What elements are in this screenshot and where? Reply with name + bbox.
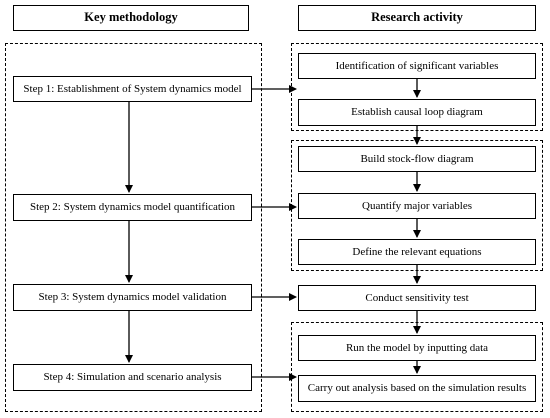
activity-stock-flow: Build stock-flow diagram [298, 146, 536, 172]
step-1-box: Step 1: Establishment of System dynamics… [13, 76, 252, 102]
activity-run-model: Run the model by inputting data [298, 335, 536, 361]
step-4-box: Step 4: Simulation and scenario analysis [13, 364, 252, 391]
key-methodology-header: Key methodology [13, 5, 249, 31]
activity-analysis: Carry out analysis based on the simulati… [298, 375, 536, 402]
research-activity-header: Research activity [298, 5, 536, 31]
activity-sensitivity-test: Conduct sensitivity test [298, 285, 536, 311]
activity-causal-loop: Establish causal loop diagram [298, 99, 536, 126]
methodology-group [5, 43, 262, 412]
step-2-box: Step 2: System dynamics model quantifica… [13, 194, 252, 221]
activity-quantify-variables: Quantify major variables [298, 193, 536, 219]
step-3-box: Step 3: System dynamics model validation [13, 284, 252, 311]
activity-identify-variables: Identification of significant variables [298, 53, 536, 79]
activity-define-equations: Define the relevant equations [298, 239, 536, 265]
